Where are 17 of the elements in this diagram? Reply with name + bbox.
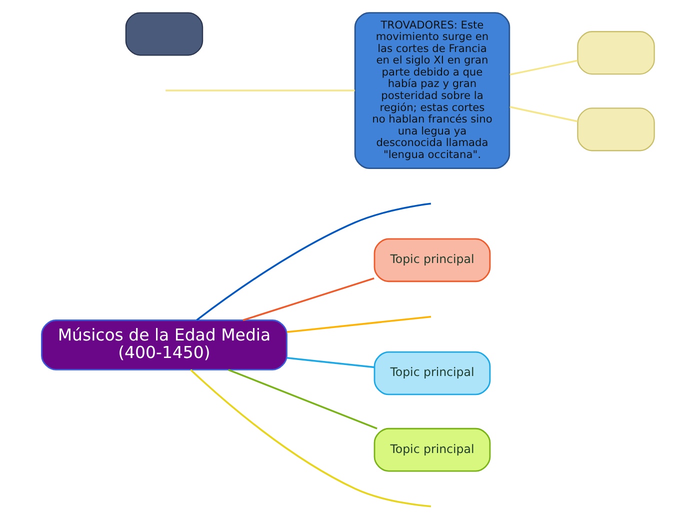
node-box: Músicos de la Edad Media (400-1450) — [41, 320, 288, 370]
connector — [190, 369, 431, 508]
connector — [510, 60, 578, 76]
node-box: Topic principal — [374, 351, 491, 396]
node-box — [577, 108, 655, 152]
connector — [196, 202, 432, 321]
node-box — [125, 12, 204, 56]
node-box: TROVADORES: Este movimiento surge en las cortes de Francia en el siglo XI en gran parte debido a que había paz y gran posteridad sobre la región; estas cortes no hablan francés sino una legua ya desconocida llamada "lengua occitana". — [354, 12, 510, 169]
connector — [286, 357, 374, 368]
node-box: Topic principal — [374, 238, 491, 282]
connector — [228, 369, 378, 430]
connector — [242, 278, 374, 322]
connector — [510, 106, 578, 122]
node-box: Topic principal — [374, 428, 491, 472]
node-box — [577, 31, 655, 75]
connector — [286, 316, 432, 333]
connector — [166, 90, 355, 92]
